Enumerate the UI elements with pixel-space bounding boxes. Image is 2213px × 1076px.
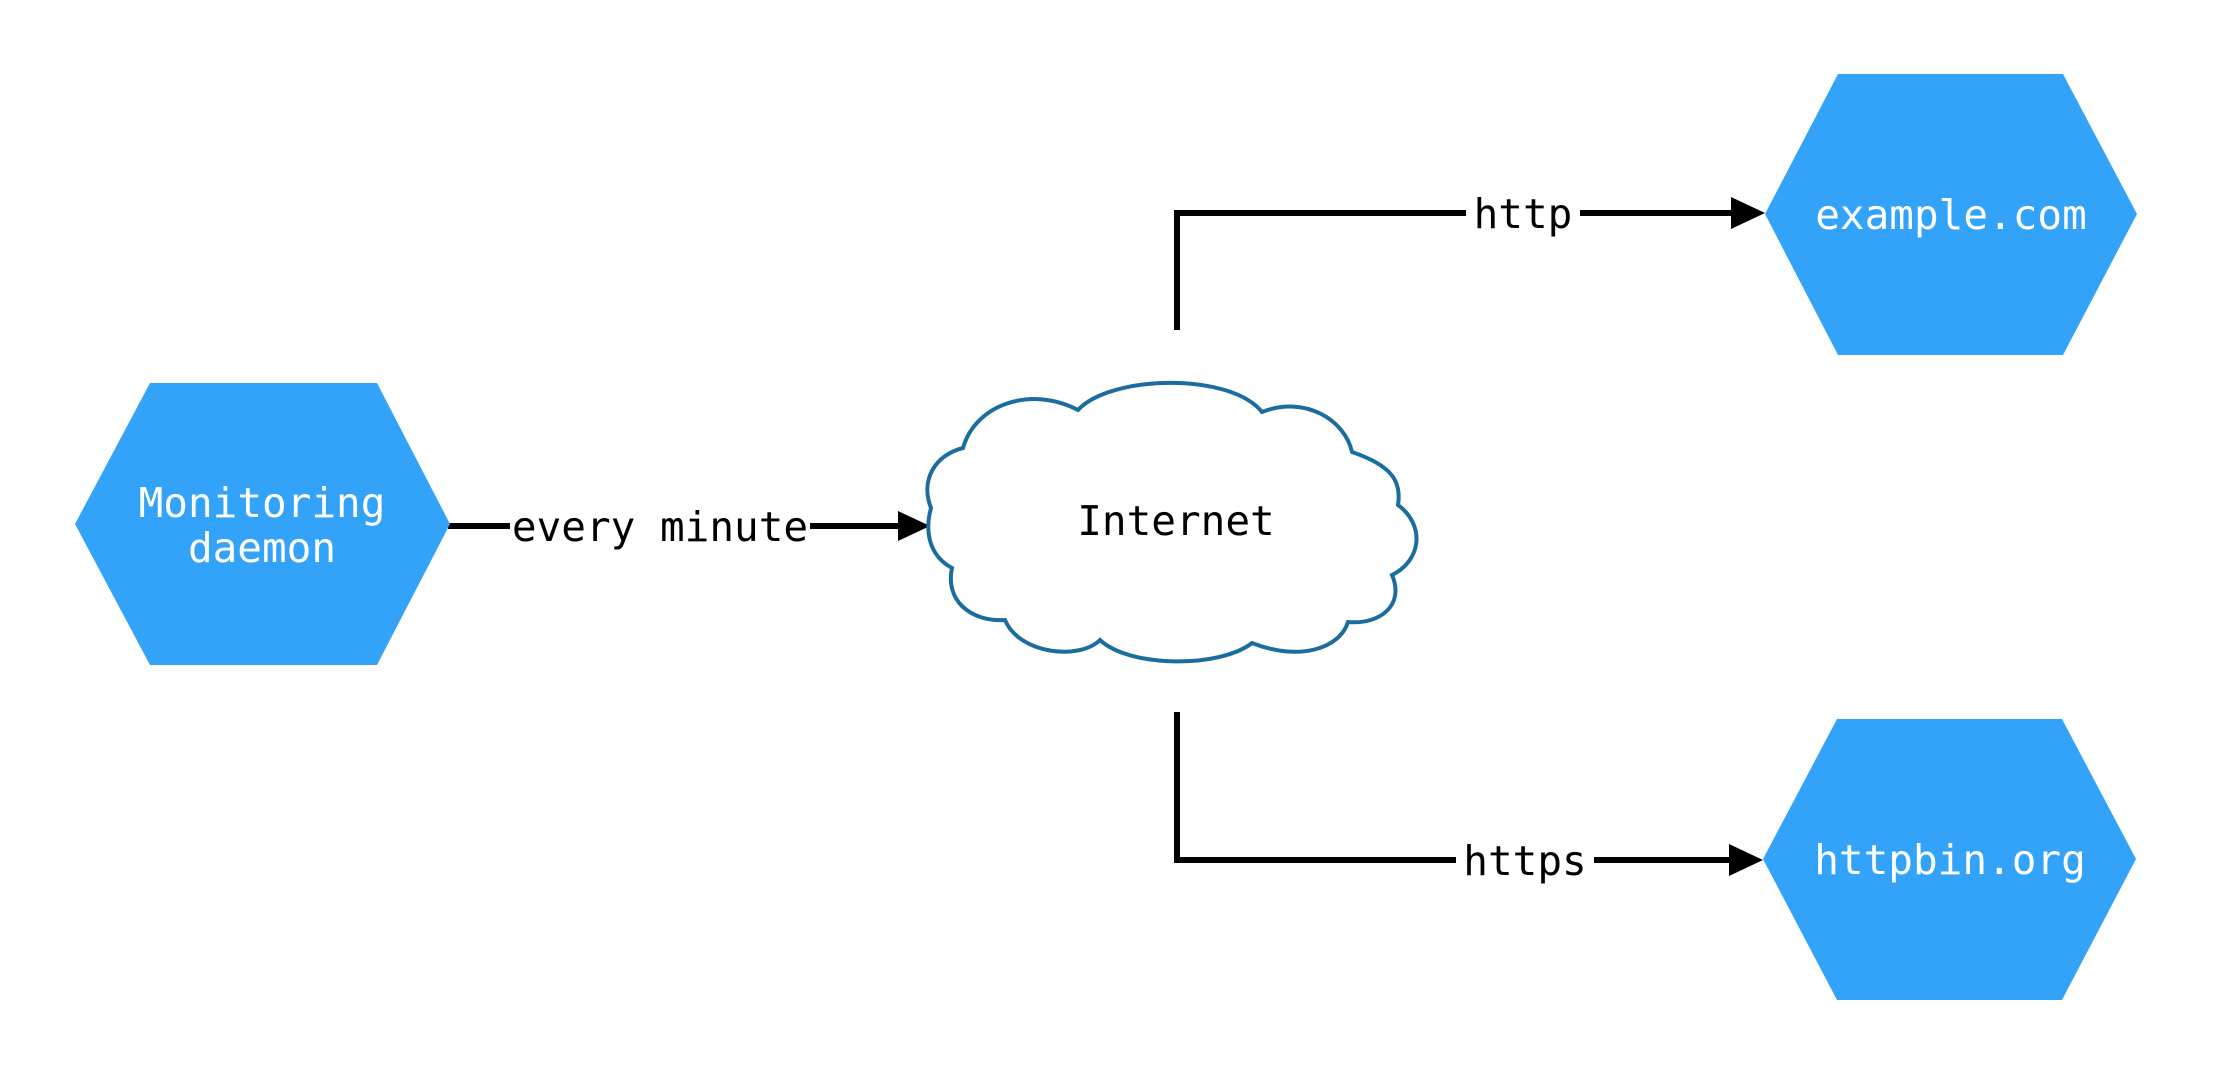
arrowhead-into-internet [898,511,930,541]
monitoring-daemon-node: Monitoring daemon [75,383,450,665]
httpbin-org-node: httpbin.org [1763,719,2136,1000]
monitoring-daemon-hexagon [75,383,450,665]
edge-internet-httpbin-line [1174,712,1731,863]
edge-internet-example: http [1174,188,1765,330]
arrowhead-into-example-com [1731,197,1765,229]
edge-label-every-minute: every minute [512,503,808,551]
httpbin-org-label: httpbin.org [1814,836,2086,884]
edge-daemon-internet: every minute [448,500,930,552]
example-com-label: example.com [1815,191,2087,239]
edge-label-bg [510,500,810,552]
edge-label-bg [1456,834,1594,884]
internet-cloud-node: Internet [925,380,1419,664]
arrowhead-into-httpbin-org [1729,844,1763,876]
internet-cloud-shape [925,380,1419,664]
example-com-hexagon [1765,74,2137,355]
edge-internet-httpbin: https [1174,712,1763,885]
monitoring-daemon-label-line1: Monitoring [139,479,386,527]
edge-internet-example-line [1174,210,1733,330]
example-com-node: example.com [1765,74,2137,355]
httpbin-org-hexagon [1763,719,2136,1000]
monitoring-daemon-label-line2: daemon [188,524,336,572]
edge-label-https: https [1463,837,1586,885]
internet-label: Internet [1077,497,1274,545]
edge-label-http: http [1474,190,1573,238]
edge-label-bg [1466,188,1580,238]
